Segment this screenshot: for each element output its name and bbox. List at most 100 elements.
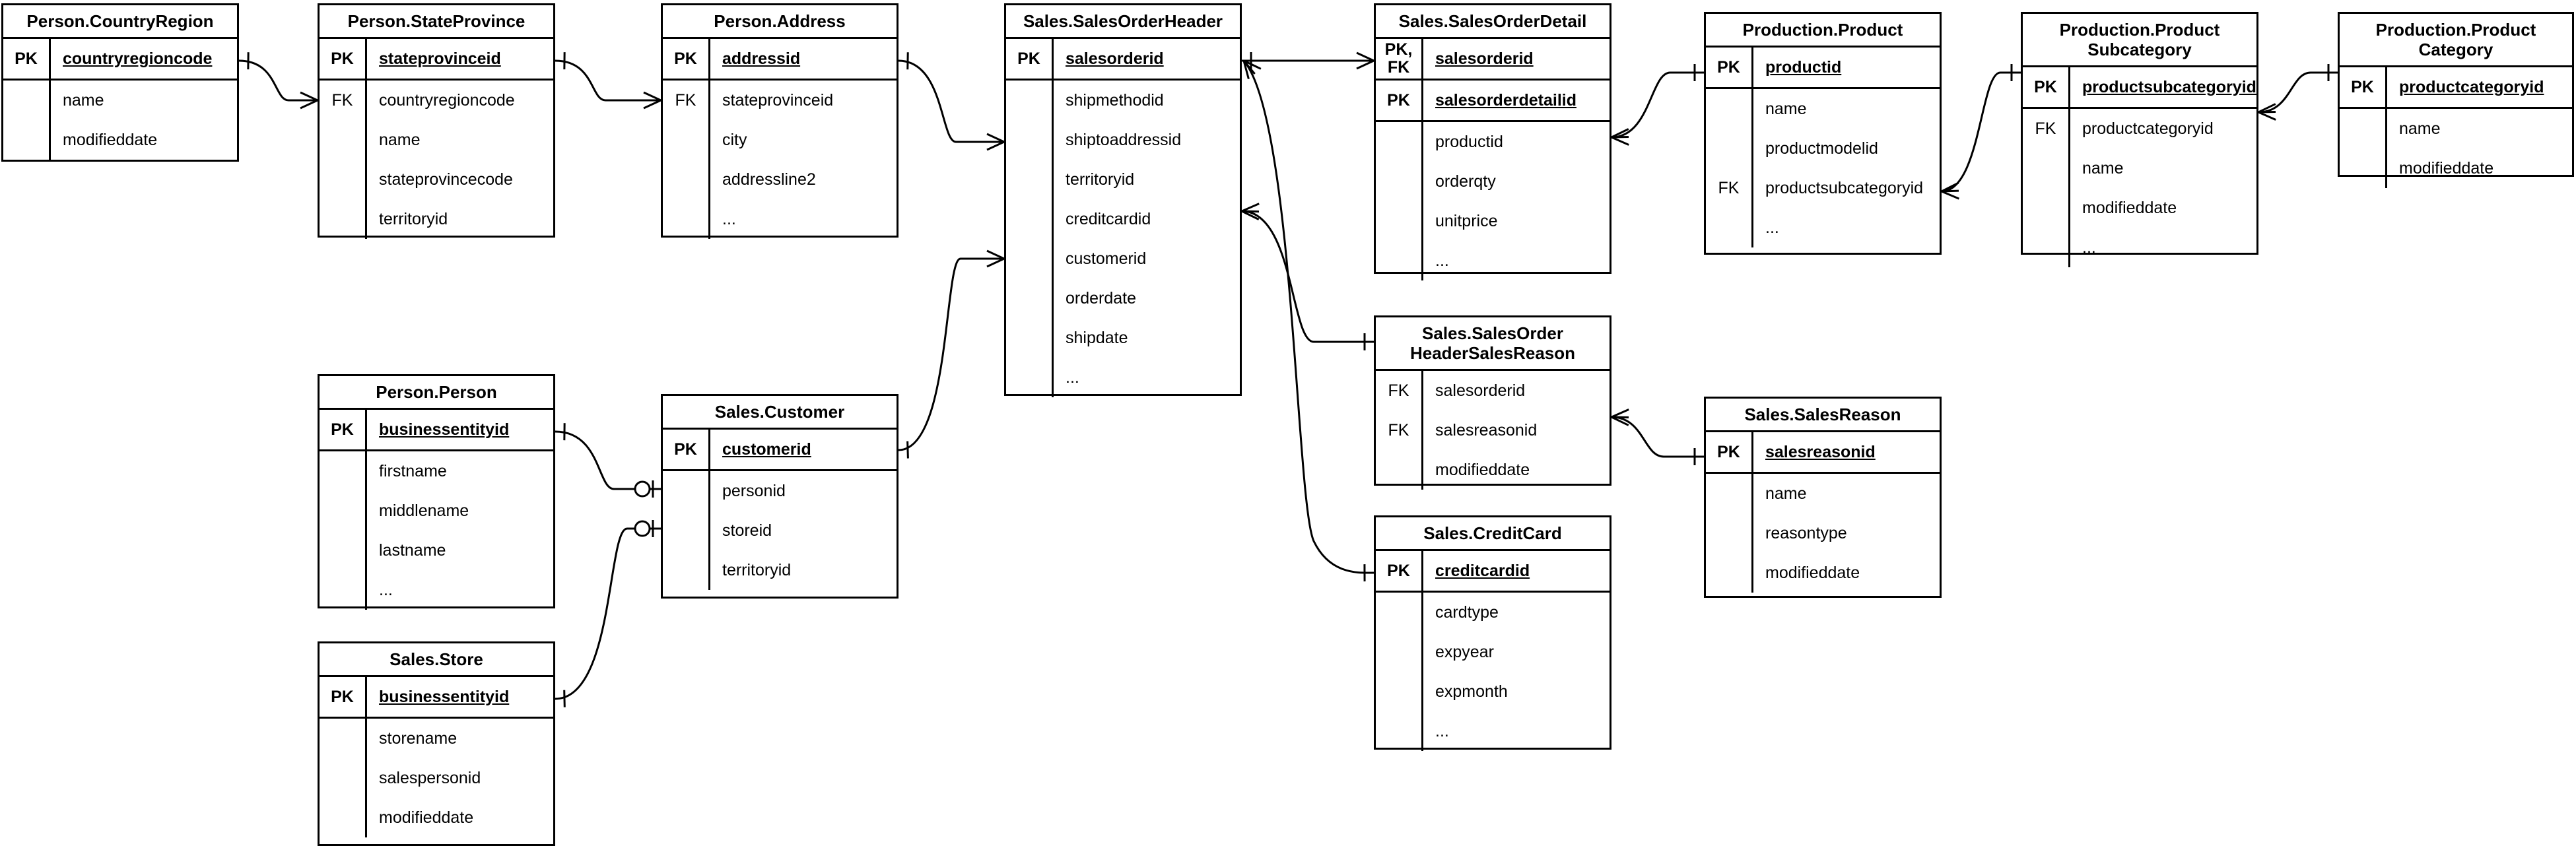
attribute-row[interactable]: name bbox=[2340, 109, 2572, 148]
attribute-row[interactable]: ... bbox=[1376, 241, 1610, 280]
attribute-row[interactable]: productid bbox=[1376, 122, 1610, 162]
attribute-name-label: middlename bbox=[379, 502, 469, 520]
attribute-name-label: salesorderid bbox=[1435, 49, 1534, 68]
attribute-row[interactable]: personid bbox=[663, 471, 897, 511]
attribute-row[interactable]: name bbox=[1706, 474, 1940, 513]
attribute-name-label: territoryid bbox=[722, 561, 792, 579]
attribute-row[interactable]: shiptoaddressid bbox=[1006, 120, 1240, 160]
attribute-row[interactable]: ... bbox=[2023, 228, 2256, 267]
attribute-row[interactable]: creditcardid bbox=[1006, 199, 1240, 239]
attribute-row[interactable]: storename bbox=[320, 719, 553, 758]
attribute-key-label bbox=[2340, 148, 2387, 188]
attribute-row[interactable]: modifieddate bbox=[2023, 188, 2256, 228]
attribute-key-label bbox=[1006, 81, 1054, 120]
attribute-row[interactable]: cardtype bbox=[1376, 593, 1610, 632]
attribute-key-label bbox=[320, 570, 367, 610]
attribute-row[interactable]: middlename bbox=[320, 491, 553, 531]
attribute-row[interactable]: reasontype bbox=[1706, 513, 1940, 553]
attribute-row[interactable]: stateprovincecode bbox=[320, 160, 553, 199]
attribute-row[interactable]: ... bbox=[1006, 358, 1240, 397]
attribute-row[interactable]: ... bbox=[1376, 711, 1610, 751]
relationship-line bbox=[1241, 210, 1374, 343]
attribute-row[interactable]: storeid bbox=[663, 511, 897, 550]
attribute-row[interactable]: orderdate bbox=[1006, 278, 1240, 318]
attribute-row[interactable]: modifieddate bbox=[320, 798, 553, 837]
attribute-name-label: salesorderid bbox=[1435, 381, 1526, 400]
attribute-row[interactable]: modifieddate bbox=[3, 120, 237, 160]
attribute-row[interactable]: expyear bbox=[1376, 632, 1610, 672]
relationship-marker-source bbox=[1941, 181, 1959, 200]
attribute-row[interactable]: territoryid bbox=[663, 550, 897, 590]
attribute-row[interactable]: name bbox=[1706, 89, 1940, 129]
attribute-name-label: productcategoryid bbox=[2082, 119, 2214, 138]
attribute-row[interactable]: territoryid bbox=[320, 199, 553, 239]
attribute-name-label: stateprovincecode bbox=[379, 170, 513, 189]
attribute-row[interactable]: modifieddate bbox=[1376, 450, 1610, 490]
attribute-row[interactable]: ... bbox=[1706, 208, 1940, 247]
attribute-row[interactable]: name bbox=[3, 81, 237, 120]
attribute-row[interactable]: ... bbox=[320, 570, 553, 610]
attribute-key-label bbox=[663, 550, 710, 590]
attribute-row[interactable]: shipdate bbox=[1006, 318, 1240, 358]
attribute-row[interactable]: productmodelid bbox=[1706, 129, 1940, 168]
attribute-row[interactable]: customerid bbox=[1006, 239, 1240, 278]
attribute-row[interactable]: shipmethodid bbox=[1006, 81, 1240, 120]
attribute-row[interactable]: name bbox=[320, 120, 553, 160]
attribute-row[interactable]: firstname bbox=[320, 451, 553, 491]
relationship-marker-target bbox=[1356, 51, 1374, 70]
attribute-row[interactable]: city bbox=[663, 120, 897, 160]
attribute-row[interactable]: modifieddate bbox=[2340, 148, 2572, 188]
attribute-row[interactable]: ... bbox=[663, 199, 897, 239]
attribute-row[interactable]: salespersonid bbox=[320, 758, 553, 798]
attribute-row[interactable]: orderqty bbox=[1376, 162, 1610, 201]
attribute-row[interactable]: expmonth bbox=[1376, 672, 1610, 711]
attribute-row[interactable]: modifieddate bbox=[1706, 553, 1940, 593]
attribute-key-label bbox=[1376, 672, 1423, 711]
attribute-row[interactable]: territoryid bbox=[1006, 160, 1240, 199]
attribute-row[interactable]: addressline2 bbox=[663, 160, 897, 199]
attribute-row[interactable]: unitprice bbox=[1376, 201, 1610, 241]
attribute-row[interactable]: name bbox=[2023, 148, 2256, 188]
attribute-row[interactable]: lastname bbox=[320, 531, 553, 570]
attribute-key-label bbox=[320, 531, 367, 570]
attribute-key-label bbox=[1376, 450, 1423, 490]
attribute-key-label bbox=[3, 120, 51, 160]
